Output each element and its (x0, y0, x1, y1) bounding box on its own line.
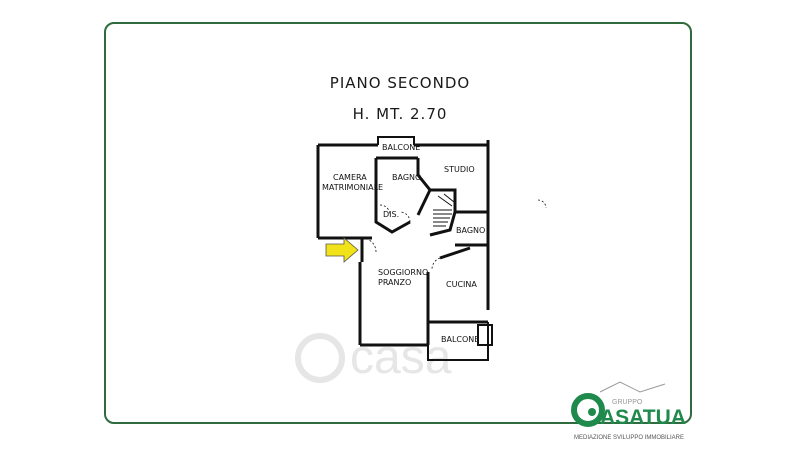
room-label-balcone-bottom: BALCONE (441, 335, 479, 344)
company-logo: GRUPPO ASATUA MEDIAZIONE SVILUPPO IMMOBI… (571, 381, 686, 441)
watermark-text: casa (350, 331, 452, 384)
walls (316, 136, 493, 361)
room-label-studio: STUDIO (444, 165, 475, 174)
staircase (433, 193, 455, 227)
ceiling-height-label: H. MT. 2.70 (352, 105, 448, 123)
floor-title: PIANO SECONDO (329, 74, 471, 92)
room-label-camera: CAMERA (333, 173, 367, 182)
room-label-matrimoniale: MATRIMONIALE (322, 183, 383, 192)
room-label-bagno-1: BAGNO (392, 173, 421, 182)
door-swings (361, 199, 547, 271)
room-label-balcone-top: BALCONE (382, 143, 420, 152)
logo-name: ASATUA (600, 406, 686, 429)
entrance-arrow-icon (325, 237, 359, 263)
room-label-dis: DIS. (383, 210, 399, 219)
plan-frame (104, 22, 692, 424)
logo-c-icon (571, 393, 605, 427)
watermark-house-icon (295, 333, 345, 383)
room-label-pranzo: PRANZO (378, 278, 411, 287)
room-label-bagno-2: BAGNO (456, 226, 485, 235)
logo-tagline: MEDIAZIONE SVILUPPO IMMOBILIARE (574, 435, 684, 441)
logo-gruppo-text: GRUPPO (612, 399, 643, 406)
logo-roofline-icon (599, 381, 666, 393)
room-label-soggiorno: SOGGIORNO (378, 268, 428, 277)
room-label-cucina: CUCINA (446, 280, 477, 289)
